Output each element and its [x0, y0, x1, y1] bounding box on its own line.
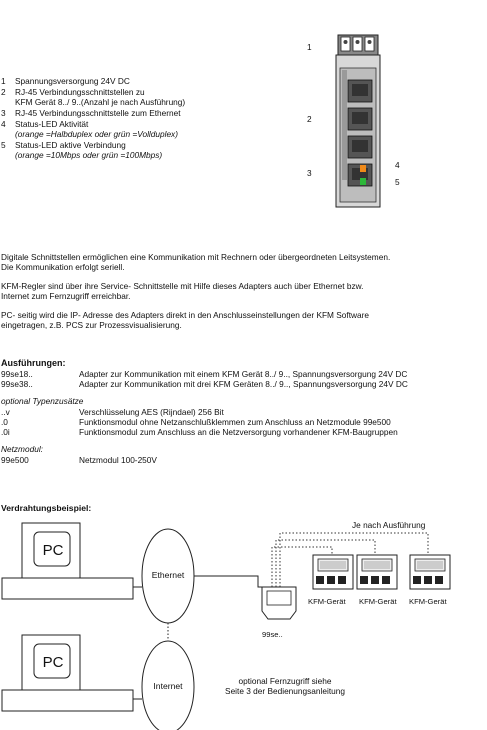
kfm-device-1 [312, 554, 354, 590]
legend-text: RJ-45 Verbindungsschnittstellen zu [15, 87, 145, 97]
option-row: .0i Funktionsmodul zum Anschluss an die … [1, 427, 487, 437]
ausfuehrungen-heading: Ausführungen: [1, 358, 66, 368]
pc-computer-2 [1, 634, 134, 712]
variant-code: 99se18.. [1, 369, 33, 379]
device-callout-5: 5 [395, 177, 400, 187]
status-led-link-green [360, 178, 366, 185]
legend-num: 2 [1, 87, 6, 97]
wiring-diagram [1, 522, 451, 730]
legend-item-2: 2 RJ-45 Verbindungsschnittstellen zu KFM… [1, 87, 185, 107]
paragraph-3: PC- seitig wird die IP- Adresse des Adap… [1, 310, 390, 330]
variant-desc: Adapter zur Kommunikation mit einem KFM … [79, 369, 408, 379]
paragraph-line: Internet zum Fernzugriff erreichbar. [1, 291, 131, 301]
legend-num: 3 [1, 108, 6, 118]
netzmodul-row: 99e500 Netzmodul 100-250V [1, 455, 487, 465]
legend-text: Spannungsversorgung 24V DC [15, 76, 130, 86]
legend-num: 1 [1, 76, 6, 86]
pc-label-2: PC [42, 654, 64, 671]
paragraph-line: Digitale Schnittstellen ermöglichen eine… [1, 252, 391, 262]
kfm-device-label-3: KFM-Gerät [409, 597, 447, 606]
remote-access-note: optional Fernzugriff siehe Seite 3 der B… [200, 676, 370, 696]
legend-text: Status-LED aktive Verbindung [15, 140, 126, 150]
rj45-port-3 [347, 135, 373, 159]
option-desc: Funktionsmodul ohne Netzanschlußklemmen … [79, 417, 391, 427]
legend-item-3: 3 RJ-45 Verbindungsschnittstelle zum Eth… [1, 108, 185, 118]
legend-text: RJ-45 Verbindungsschnittstelle zum Ether… [15, 108, 181, 118]
option-code: ..v [1, 407, 10, 417]
legend-text: (orange =Halbduplex oder grün =Vollduple… [15, 129, 178, 139]
internet-label: Internet [153, 681, 183, 691]
paragraph-line: PC- seitig wird die IP- Adresse des Adap… [1, 310, 370, 320]
netzmodul-desc: Netzmodul 100-250V [79, 455, 157, 465]
variant-row: 99se38.. Adapter zur Kommunikation mit d… [1, 379, 487, 389]
paragraph-line: eingetragen, z.B. PCS zur Prozessvisuali… [1, 320, 182, 330]
legend-num: 5 [1, 140, 6, 150]
variant-code: 99se38.. [1, 379, 33, 389]
remote-note-line: Seite 3 der Bedienungsanleitung [225, 686, 345, 696]
ethernet-label: Ethernet [151, 570, 185, 580]
option-code: .0i [1, 427, 10, 437]
option-desc: Funktionsmodul zum Anschluss an die Netz… [79, 427, 398, 437]
netzmodul-heading: Netzmodul: [1, 444, 43, 454]
option-row: ..v Verschlüsselung AES (Rijndael) 256 B… [1, 407, 487, 417]
kfm-device-3 [409, 554, 451, 590]
pc-label-1: PC [42, 542, 64, 559]
kfm-device-label-2: KFM-Gerät [359, 597, 397, 606]
description-paragraphs: Digitale Schnittstellen ermöglichen eine… [1, 252, 390, 330]
wiring-heading: Verdrahtungsbeispiel: [1, 503, 92, 513]
paragraph-line: Die Kommunikation erfolgt seriell. [1, 262, 125, 272]
legend-text: Status-LED Aktivität [15, 119, 89, 129]
optional-heading: optional Typenzusätze [1, 396, 84, 406]
adapter-device-drawing [335, 34, 381, 208]
rj45-port-1 [347, 79, 373, 103]
ausfuehrungen-section: Ausführungen: 99se18.. Adapter zur Kommu… [1, 358, 487, 465]
rj45-port-2 [347, 107, 373, 131]
netzmodul-code: 99e500 [1, 455, 29, 465]
option-code: .0 [1, 417, 8, 427]
pc-computer-1 [1, 522, 134, 600]
device-callout-2: 2 [307, 114, 312, 124]
device-callout-3: 3 [307, 168, 312, 178]
remote-note-line: optional Fernzugriff siehe [238, 676, 332, 686]
legend-list: 1 Spannungsversorgung 24V DC 2 RJ-45 Ver… [1, 76, 185, 160]
variant-desc: Adapter zur Kommunikation mit drei KFM G… [79, 379, 408, 389]
option-desc: Verschlüsselung AES (Rijndael) 256 Bit [79, 407, 224, 417]
legend-item-4: 4 Status-LED Aktivität (orange =Halbdupl… [1, 119, 185, 139]
paragraph-line: KFM-Regler sind über ihre Service- Schni… [1, 281, 364, 291]
paragraph-1: Digitale Schnittstellen ermöglichen eine… [1, 252, 390, 272]
adapter-99se [261, 586, 297, 620]
adapter-label: 99se.. [262, 630, 283, 639]
kfm-device-label-1: KFM-Gerät [308, 597, 346, 606]
legend-text: (orange =10Mbps oder grün =100Mbps) [15, 150, 163, 160]
option-row: .0 Funktionsmodul ohne Netzanschlußklemm… [1, 417, 487, 427]
device-callout-4: 4 [395, 160, 400, 170]
legend-item-5: 5 Status-LED aktive Verbindung (orange =… [1, 140, 185, 160]
je-nach-ausfuehrung-label: Je nach Ausführung [352, 520, 426, 530]
kfm-device-2 [356, 554, 398, 590]
paragraph-2: KFM-Regler sind über ihre Service- Schni… [1, 281, 390, 301]
variant-row: 99se18.. Adapter zur Kommunikation mit e… [1, 369, 487, 379]
device-callout-1: 1 [307, 42, 312, 52]
legend-item-1: 1 Spannungsversorgung 24V DC [1, 76, 185, 86]
legend-text: KFM Gerät 8../ 9..(Anzahl je nach Ausfüh… [15, 97, 186, 107]
legend-num: 4 [1, 119, 6, 129]
status-led-activity-orange [360, 165, 366, 172]
